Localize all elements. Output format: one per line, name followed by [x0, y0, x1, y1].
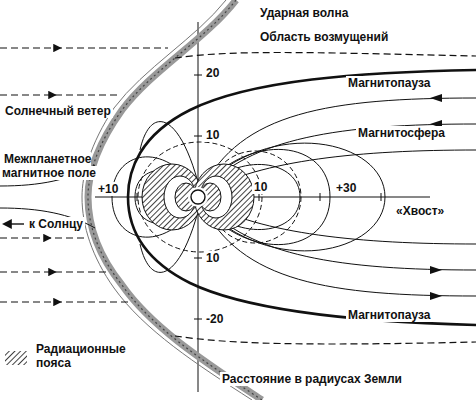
label-text: Магнитопауза	[346, 308, 432, 322]
label-text: Ударная волна	[258, 6, 350, 20]
label-text: «Хвост»	[394, 204, 446, 218]
label-text: Магнитосфера	[356, 126, 447, 140]
legend-swatch	[4, 350, 30, 368]
magnetopause	[128, 70, 476, 325]
label-text: Область возмущений	[258, 30, 390, 44]
bow-shock	[82, 0, 262, 400]
axis-number: -20	[204, 312, 225, 326]
label-text: Расстояние в радиусах Земли	[220, 372, 404, 386]
dipole-field-lines	[112, 143, 385, 251]
axis-number: 10	[204, 251, 221, 265]
label-text: 10	[204, 128, 221, 142]
tail-field-lines	[140, 98, 476, 296]
label-text: Магнитопауза	[346, 76, 432, 90]
solar-wind-lines	[0, 48, 476, 344]
axis-number: +30	[334, 181, 358, 195]
axis-number: 10	[252, 180, 269, 194]
region-label: Межпланетное магнитное поле	[2, 152, 102, 180]
region-label: Ударная волна	[258, 6, 350, 20]
region-label: Область возмущений	[258, 30, 390, 44]
dashed-contours	[138, 142, 301, 252]
region-label: Магнитопауза	[346, 76, 432, 90]
label-text: Межпланетное магнитное поле	[2, 152, 98, 180]
axis-number: 20	[204, 66, 221, 80]
region-label: Солнечный ветер	[3, 104, 113, 118]
label-text: -20	[204, 312, 225, 326]
label-text: +30	[334, 181, 358, 195]
region-label: Магнитосфера	[356, 126, 447, 140]
radiation-belts	[142, 164, 254, 230]
label-text: 10	[204, 251, 221, 265]
label-text: 20	[204, 66, 221, 80]
axis-caption: Расстояние в радиусах Земли	[220, 372, 404, 386]
earth	[191, 190, 205, 204]
label-text: к Солнцу	[27, 217, 85, 231]
region-label: к Солнцу	[27, 217, 85, 231]
label-text: 10	[252, 180, 269, 194]
region-label: Магнитопауза	[346, 308, 432, 322]
sun-direction-arrow	[4, 223, 24, 224]
label-text: Солнечный ветер	[3, 104, 113, 118]
label-text: +10	[96, 182, 120, 196]
region-label: «Хвост»	[394, 204, 446, 218]
axis-number: 10	[204, 128, 221, 142]
axis-number: +10	[96, 182, 120, 196]
legend-text: Радиационные пояса	[34, 342, 130, 370]
tail-arrows	[430, 94, 442, 300]
